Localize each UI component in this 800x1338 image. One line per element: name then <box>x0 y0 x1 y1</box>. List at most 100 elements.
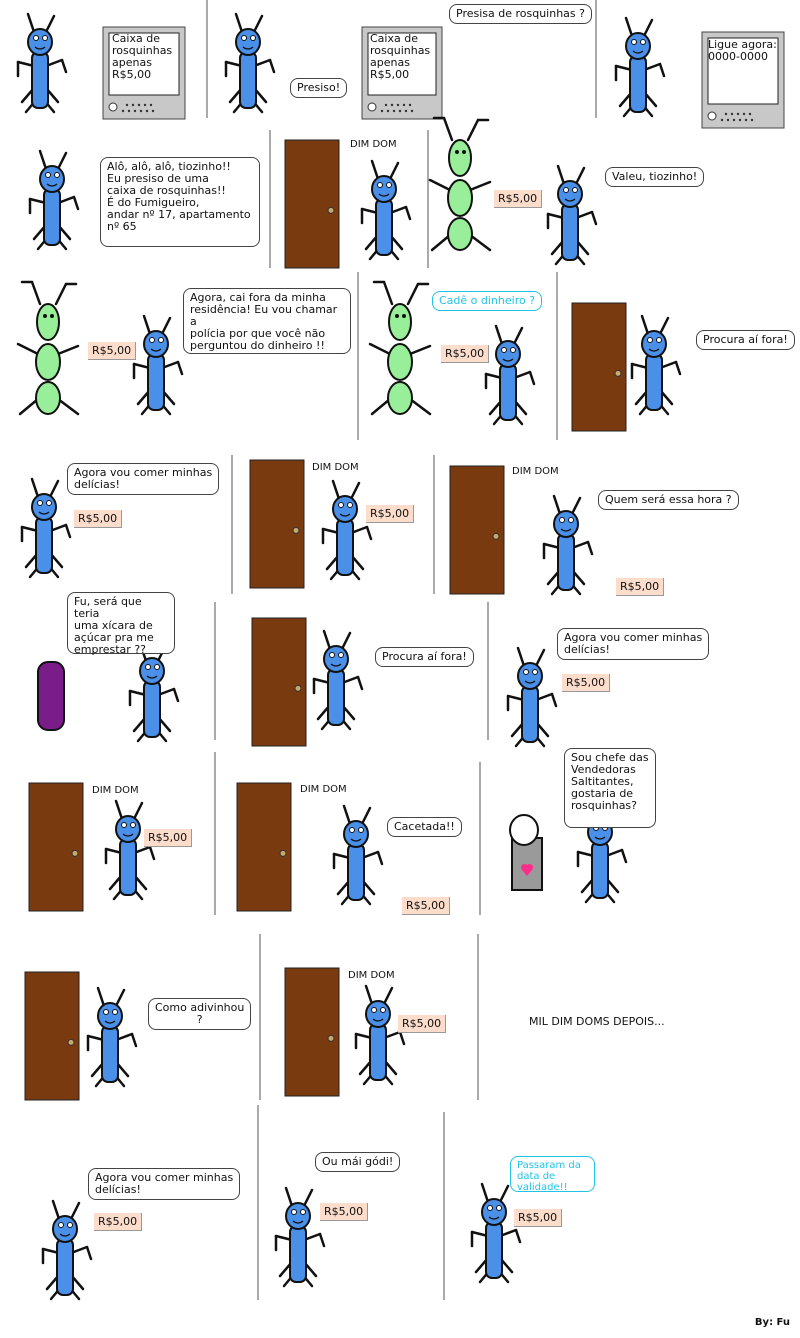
blue-ant <box>104 799 156 901</box>
blue-ant <box>470 1182 522 1284</box>
sign-dot <box>390 103 394 107</box>
blue-ant <box>274 1186 326 1288</box>
speech-bubble: Presiso! <box>290 78 348 98</box>
blue-ant <box>41 1199 93 1301</box>
sign-dot <box>137 103 141 107</box>
money-note: R$5,00 <box>402 897 451 915</box>
sign-dot <box>139 109 143 113</box>
green-ant-eye <box>455 150 459 154</box>
sign-dot <box>149 103 153 107</box>
door <box>449 465 505 595</box>
speech-bubble: Sou chefe das Vendedoras Saltitantes, go… <box>564 748 656 828</box>
blue-ant <box>86 986 138 1088</box>
door-knob <box>492 532 500 540</box>
blue-ant <box>28 149 80 251</box>
door <box>249 459 305 589</box>
blue-ant <box>360 159 412 261</box>
money-note: R$5,00 <box>366 505 415 523</box>
sign-dot <box>732 118 736 122</box>
blue-ant <box>224 12 276 114</box>
door <box>236 782 292 912</box>
money-note: R$5,00 <box>74 510 123 528</box>
sign-text: Caixa de rosquinhas apenas R$5,00 <box>112 32 173 81</box>
blue-ant <box>546 164 598 266</box>
sign-dot <box>125 103 129 107</box>
door-knob <box>279 849 287 857</box>
door <box>284 139 340 269</box>
sign-dot <box>131 103 135 107</box>
speech-bubble: Ou mái gódi! <box>315 1152 401 1172</box>
speech-bubble: Cacetada!! <box>387 817 462 837</box>
green-ant-body <box>35 343 61 381</box>
sign-dot <box>744 118 748 122</box>
blue-ant <box>321 479 373 581</box>
green-ant-abdomen <box>35 381 61 415</box>
green-ant-head <box>388 303 412 341</box>
speech-bubble: Alô, alô, alô, tiozinho!! Eu presiso de … <box>100 157 260 247</box>
speech-bubble: Fu, será que teria uma xícara de açúcar … <box>67 592 175 656</box>
purple-character <box>37 661 65 731</box>
green-ant-head <box>448 139 472 177</box>
green-ant-abdomen <box>387 381 413 415</box>
sfx-doorbell: DIM DOM <box>92 785 139 796</box>
sfx-doorbell: DIM DOM <box>300 784 347 795</box>
blue-ant <box>484 324 536 426</box>
author-credit: By: Fu <box>754 1317 790 1328</box>
blue-ant <box>506 646 558 748</box>
speech-bubble: Procura aí fora! <box>696 330 795 350</box>
sign-dot <box>404 109 408 113</box>
sign-dot <box>750 118 754 122</box>
sign-screen <box>367 32 437 96</box>
sign-text: Ligue agora: 0000-0000 <box>708 38 777 63</box>
blue-ant <box>630 314 682 416</box>
green-ant-eye <box>462 150 466 154</box>
caption-text: MIL DIM DOMS DEPOIS... <box>529 1015 665 1028</box>
sign-dot <box>398 109 402 113</box>
money-note: R$5,00 <box>94 1213 143 1231</box>
sign-button <box>707 111 717 121</box>
money-note: R$5,00 <box>441 345 490 363</box>
sign-dot <box>127 109 131 113</box>
green-ant-head <box>36 303 60 341</box>
saleswoman-body <box>511 837 543 891</box>
speech-bubble: Agora vou comer minhas delícias! <box>88 1168 241 1200</box>
blue-ant <box>542 494 594 596</box>
speech-bubble: Procura aí fora! <box>375 647 474 667</box>
blue-ant <box>128 641 180 743</box>
sign-screen <box>707 37 779 105</box>
door <box>284 967 340 1097</box>
sign-dot <box>392 109 396 113</box>
sign-dot <box>720 118 724 122</box>
sign-text: Caixa de rosquinhas apenas R$5,00 <box>370 32 431 81</box>
sign-dot <box>408 103 412 107</box>
saleswoman-head <box>509 814 539 846</box>
door <box>251 617 307 747</box>
green-ant-eye <box>50 314 54 318</box>
speech-bubble: Agora vou comer minhas delícias! <box>67 463 220 495</box>
speech-bubble: Passaram da data de validade!! <box>510 1156 595 1193</box>
sign-dot <box>724 112 728 116</box>
sfx-doorbell: DIM DOM <box>312 462 359 473</box>
speech-bubble: Agora vou comer minhas delícias! <box>557 628 710 660</box>
blue-ant <box>132 314 184 416</box>
sign-dot <box>726 118 730 122</box>
sign-dot <box>133 109 137 113</box>
sign-button <box>108 102 118 112</box>
green-ant-body <box>447 179 473 217</box>
money-note: R$5,00 <box>494 190 543 208</box>
speech-bubble: Quem será essa hora ? <box>598 490 739 510</box>
sfx-doorbell: DIM DOM <box>350 139 397 150</box>
sign-dot <box>386 109 390 113</box>
green-ant-body <box>387 343 413 381</box>
sign-dot <box>396 103 400 107</box>
sign-dot <box>738 118 742 122</box>
door-knob <box>614 369 622 377</box>
door-knob <box>327 1034 335 1042</box>
speech-bubble: Cadê o dinheiro ? <box>432 291 543 311</box>
door <box>28 782 84 912</box>
sign-screen <box>108 32 180 96</box>
door <box>571 302 627 432</box>
door-knob <box>292 526 300 534</box>
blue-ant <box>312 629 364 731</box>
